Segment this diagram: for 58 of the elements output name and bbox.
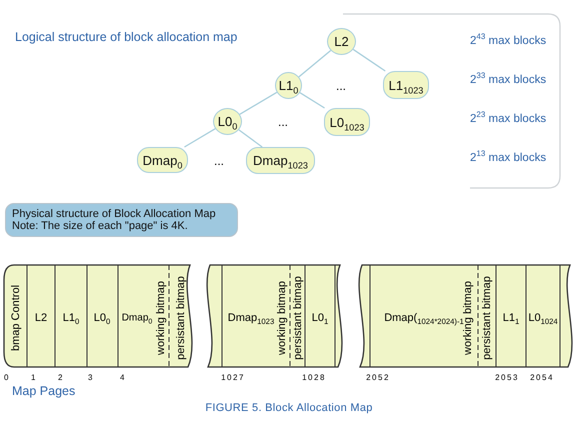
node-label: L0$_{0}$ [218,114,238,129]
connector-line [352,48,386,72]
page-label: persistant bitmap [480,276,494,360]
note-heading: Physical structure of Block Allocation Map [12,208,216,220]
page-number: 0 [4,374,10,383]
node-label: L1$_{1023}$ [388,78,424,92]
capacity-label: 2$^{13}$ max blocks [470,152,546,165]
node-label: Dmap$_{0}$ [142,152,182,168]
page-number: 2 [58,374,64,383]
page-label: Dmap$_{0}$ [122,312,152,324]
page-label: Dmap$_{1023}$ [228,312,274,324]
tree-node [213,108,242,135]
page-label: working bitmap [276,281,288,355]
page-label: L0$_{0}$ [94,312,110,324]
page-number: 2052 [366,374,390,383]
figure-caption: FIGURE 5. Block Allocation Map [205,402,373,414]
connector-line [298,50,332,78]
page-number: 1028 [302,374,326,383]
capacity-label: 2$^{33}$ max blocks [470,74,546,87]
connector-line [184,128,216,148]
page-label: working bitmap [154,281,168,355]
tree-node [275,72,302,99]
tree-node [383,71,429,99]
section-heading: Logical structure of block allocation map [15,31,238,45]
ellipsis: ... [278,116,288,130]
page-label: L2 [34,312,48,324]
tree-node [324,108,370,136]
note-box [5,203,238,237]
page-label: Dmap($_{1024*2024)-1}$ [384,312,464,324]
node-label: L2 [334,34,349,49]
page-label: L0$_{1}$ [312,312,328,324]
page-number: 2053 [495,374,519,383]
tree-node [246,147,315,174]
ellipsis: ... [214,155,224,168]
note-text: Note: The size of each "page" is 4K. [12,220,188,232]
page-number: 1 [31,374,37,383]
page-label: L1$_{1}$ [502,312,520,324]
page-label: persistant bitmap [292,276,304,360]
page-number: 4 [120,374,126,383]
page-number: 1027 [221,374,245,383]
page-label: persistant bitmap [174,276,188,360]
tree-node [327,28,356,55]
ellipsis: ... [336,80,346,94]
capacity-label: 2$^{23}$ max blocks [470,113,546,126]
node-label: Dmap$_{1023}$ [253,153,308,168]
page-label: L0$_{1024}$ [528,312,558,324]
page-number: 2054 [530,374,554,383]
connector-line [239,92,278,115]
connector-line [238,129,263,148]
capacity-label: 2$^{43}$ max blocks [470,35,546,48]
axis-label: Map Pages [12,385,76,399]
page-label: bmap Control [10,284,22,352]
node-label: L0$_{1023}$ [330,114,364,130]
connector-line [300,92,325,109]
page-label: L1$_{0}$ [62,312,80,324]
node-label: L1$_{0}$ [278,78,298,93]
tree-node [137,147,188,173]
page-number: 3 [88,374,94,383]
